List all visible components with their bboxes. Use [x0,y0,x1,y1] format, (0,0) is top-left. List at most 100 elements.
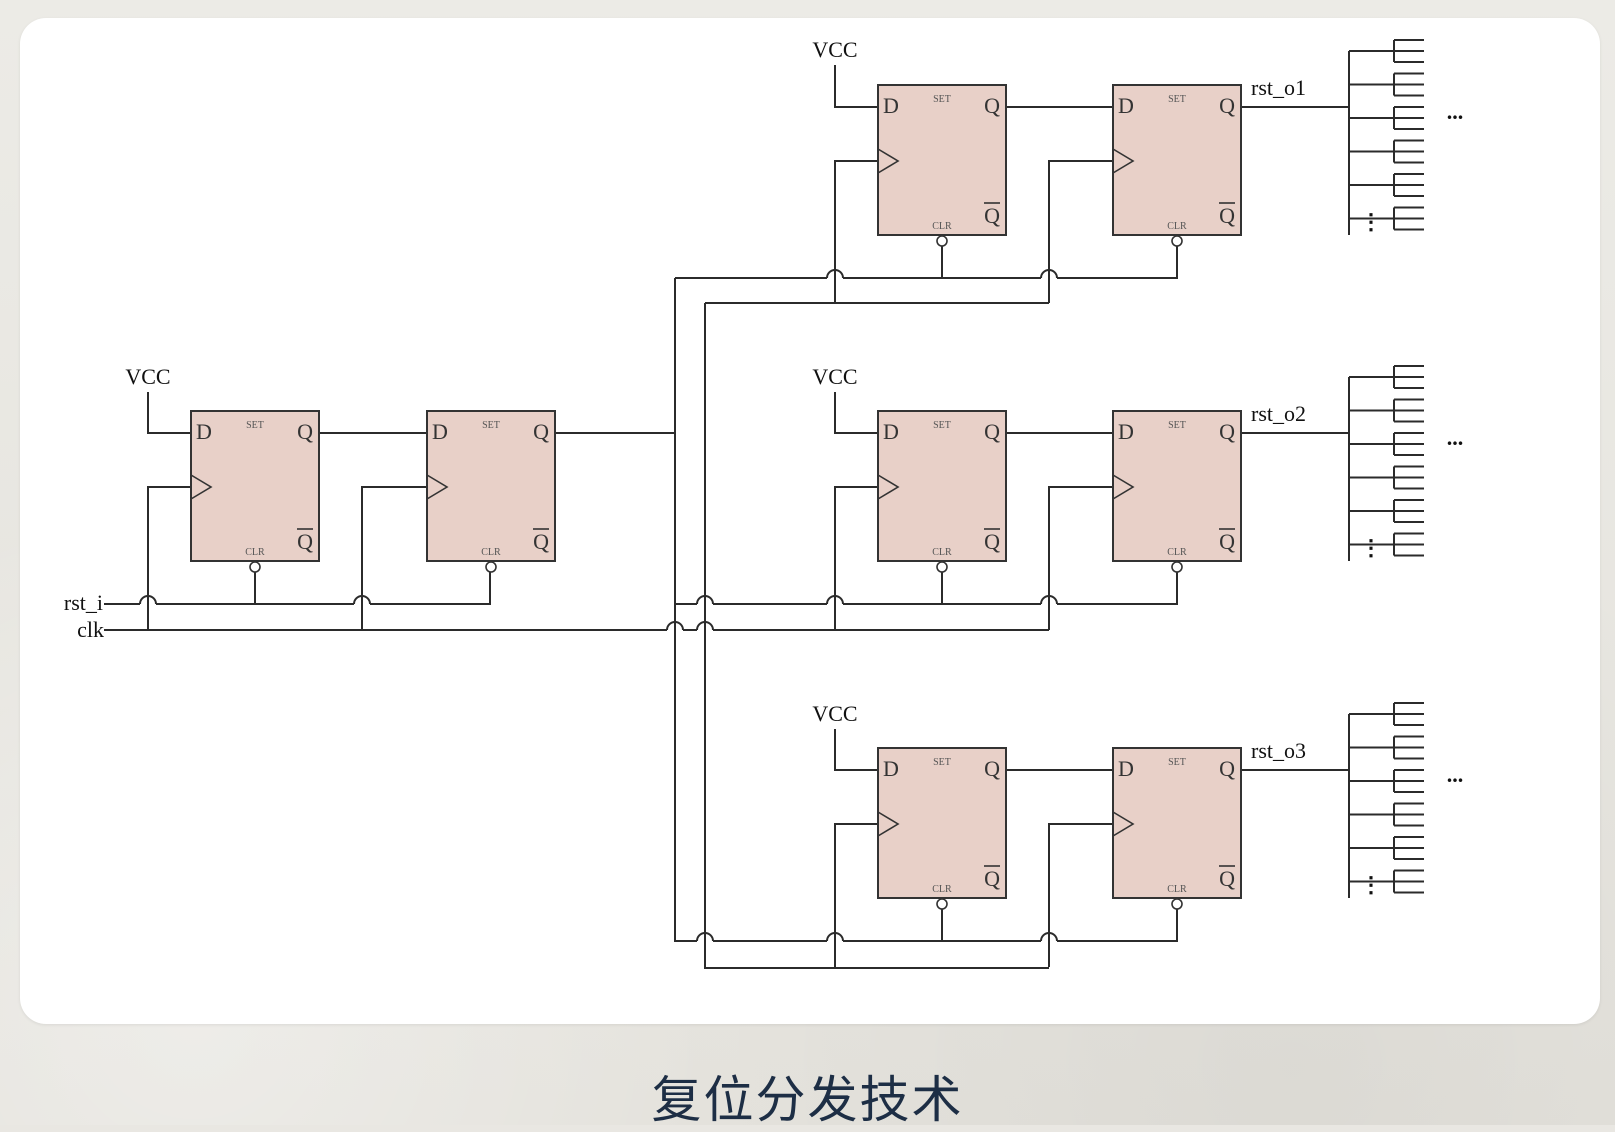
wire-crossover [139,595,157,605]
labels: VCCrst_iclkVCCrst_o1⋮...VCCrst_o2⋮...VCC… [64,37,1463,897]
pin-qbar-label: Q [533,529,549,554]
clock-triangle [877,474,900,500]
clock-triangle [1112,148,1135,174]
wire-clk-a [834,823,878,967]
wire-clk-ff1 [147,486,191,630]
clock-triangle [1112,811,1135,837]
wire-clk-b [1048,160,1113,303]
vcc-label: VCC [812,364,857,389]
vcc-label: VCC [812,701,857,726]
trunk-clk [704,303,1049,969]
pin-qbar-label: Q [1219,203,1235,228]
fanout-branch [1349,365,1424,389]
flip-flop-body [190,410,320,562]
pin-qbar-label: Q [984,203,1000,228]
rst-out-label: rst_o2 [1251,401,1306,426]
wire-clk-a [834,160,878,303]
wire-crossover [1040,932,1058,942]
fanout-branch [1349,173,1424,197]
pin-set-label: SET [1168,94,1186,105]
ellipsis-label: ... [1447,425,1464,450]
vertical-ellipsis: ⋮ [1360,209,1382,234]
pin-d-label: D [883,419,899,444]
wire-crossover [696,932,714,942]
wire-rst-bus [1057,572,1178,605]
ellipsis-label: ... [1447,762,1464,787]
fanout-branch [1349,139,1424,164]
pin-d-label: D [1118,419,1134,444]
fanout-branch [1349,39,1424,63]
clr-bubble [936,561,948,573]
flip-flop-out3-a: D SET Q Q CLR [877,747,1007,910]
fanout-branch [1349,702,1424,726]
trunk-rst [674,278,697,942]
wires [104,39,1424,969]
clr-bubble [249,561,261,573]
pin-q-label: Q [1219,93,1235,118]
pin-d-label: D [1118,756,1134,781]
pin-clr-label: CLR [1167,221,1187,232]
rst-out-label: rst_o3 [1251,738,1306,763]
wire-vcc [834,392,878,434]
fanout-branch [1349,465,1424,490]
pin-clr-label: CLR [1167,884,1187,895]
page-title: 复位分发技术 [651,1071,964,1129]
pin-q-label: Q [984,93,1000,118]
rst-in-label: rst_i [64,590,103,615]
fanout-branch [1349,106,1424,130]
wire-clk-ff2 [361,486,427,630]
fanout-branch [1349,836,1424,860]
wire-vcc [834,65,878,108]
pin-set-label: SET [933,420,951,431]
flip-flop-body [1112,84,1242,236]
pin-d-label: D [196,419,212,444]
flip-flop-body [877,410,1007,562]
clk-label: clk [77,617,104,642]
pin-clr-label: CLR [932,221,952,232]
pin-clr-label: CLR [481,547,501,558]
pin-set-label: SET [933,757,951,768]
wire-crossover [696,595,714,605]
pin-q-label: Q [1219,419,1235,444]
fanout-branch [1349,869,1424,894]
clr-bubble [936,235,948,247]
wire-rst-bus [1057,246,1178,279]
pin-qbar-label: Q [1219,866,1235,891]
wire-vcc [834,729,878,771]
vertical-ellipsis: ⋮ [1360,535,1382,560]
fanout-branch [1349,802,1424,827]
pin-d-label: D [883,756,899,781]
pin-q-label: Q [984,419,1000,444]
wire-crossover [826,269,844,279]
ellipsis-label: ... [1447,99,1464,124]
clr-bubble [485,561,497,573]
wire-rst [370,572,491,605]
flip-flop-body [1112,747,1242,899]
flip-flops: D SET Q Q CLR D SET Q Q CLR D SET Q Q CLR D SET Q Q CLR D SET… [190,84,1242,910]
clock-triangle [190,474,213,500]
pin-qbar-label: Q [1219,529,1235,554]
pin-set-label: SET [1168,420,1186,431]
pin-q-label: Q [984,756,1000,781]
flip-flop-out1-b: D SET Q Q CLR [1112,84,1242,247]
pin-q-label: Q [1219,756,1235,781]
pin-set-label: SET [246,420,264,431]
pin-qbar-label: Q [984,866,1000,891]
fanout-branch [1349,398,1424,423]
pin-d-label: D [1118,93,1134,118]
fanout-branch [1349,432,1424,456]
pin-clr-label: CLR [1167,547,1187,558]
flip-flop-body [426,410,556,562]
wire-clk-b [1048,486,1113,630]
wire-crossover [826,932,844,942]
pin-set-label: SET [482,420,500,431]
clock-triangle [877,811,900,837]
wire-clk-b [1048,823,1113,967]
wire-crossover [1040,595,1058,605]
clr-bubble [936,898,948,910]
fanout-branch [1349,72,1424,97]
pin-clr-label: CLR [932,884,952,895]
